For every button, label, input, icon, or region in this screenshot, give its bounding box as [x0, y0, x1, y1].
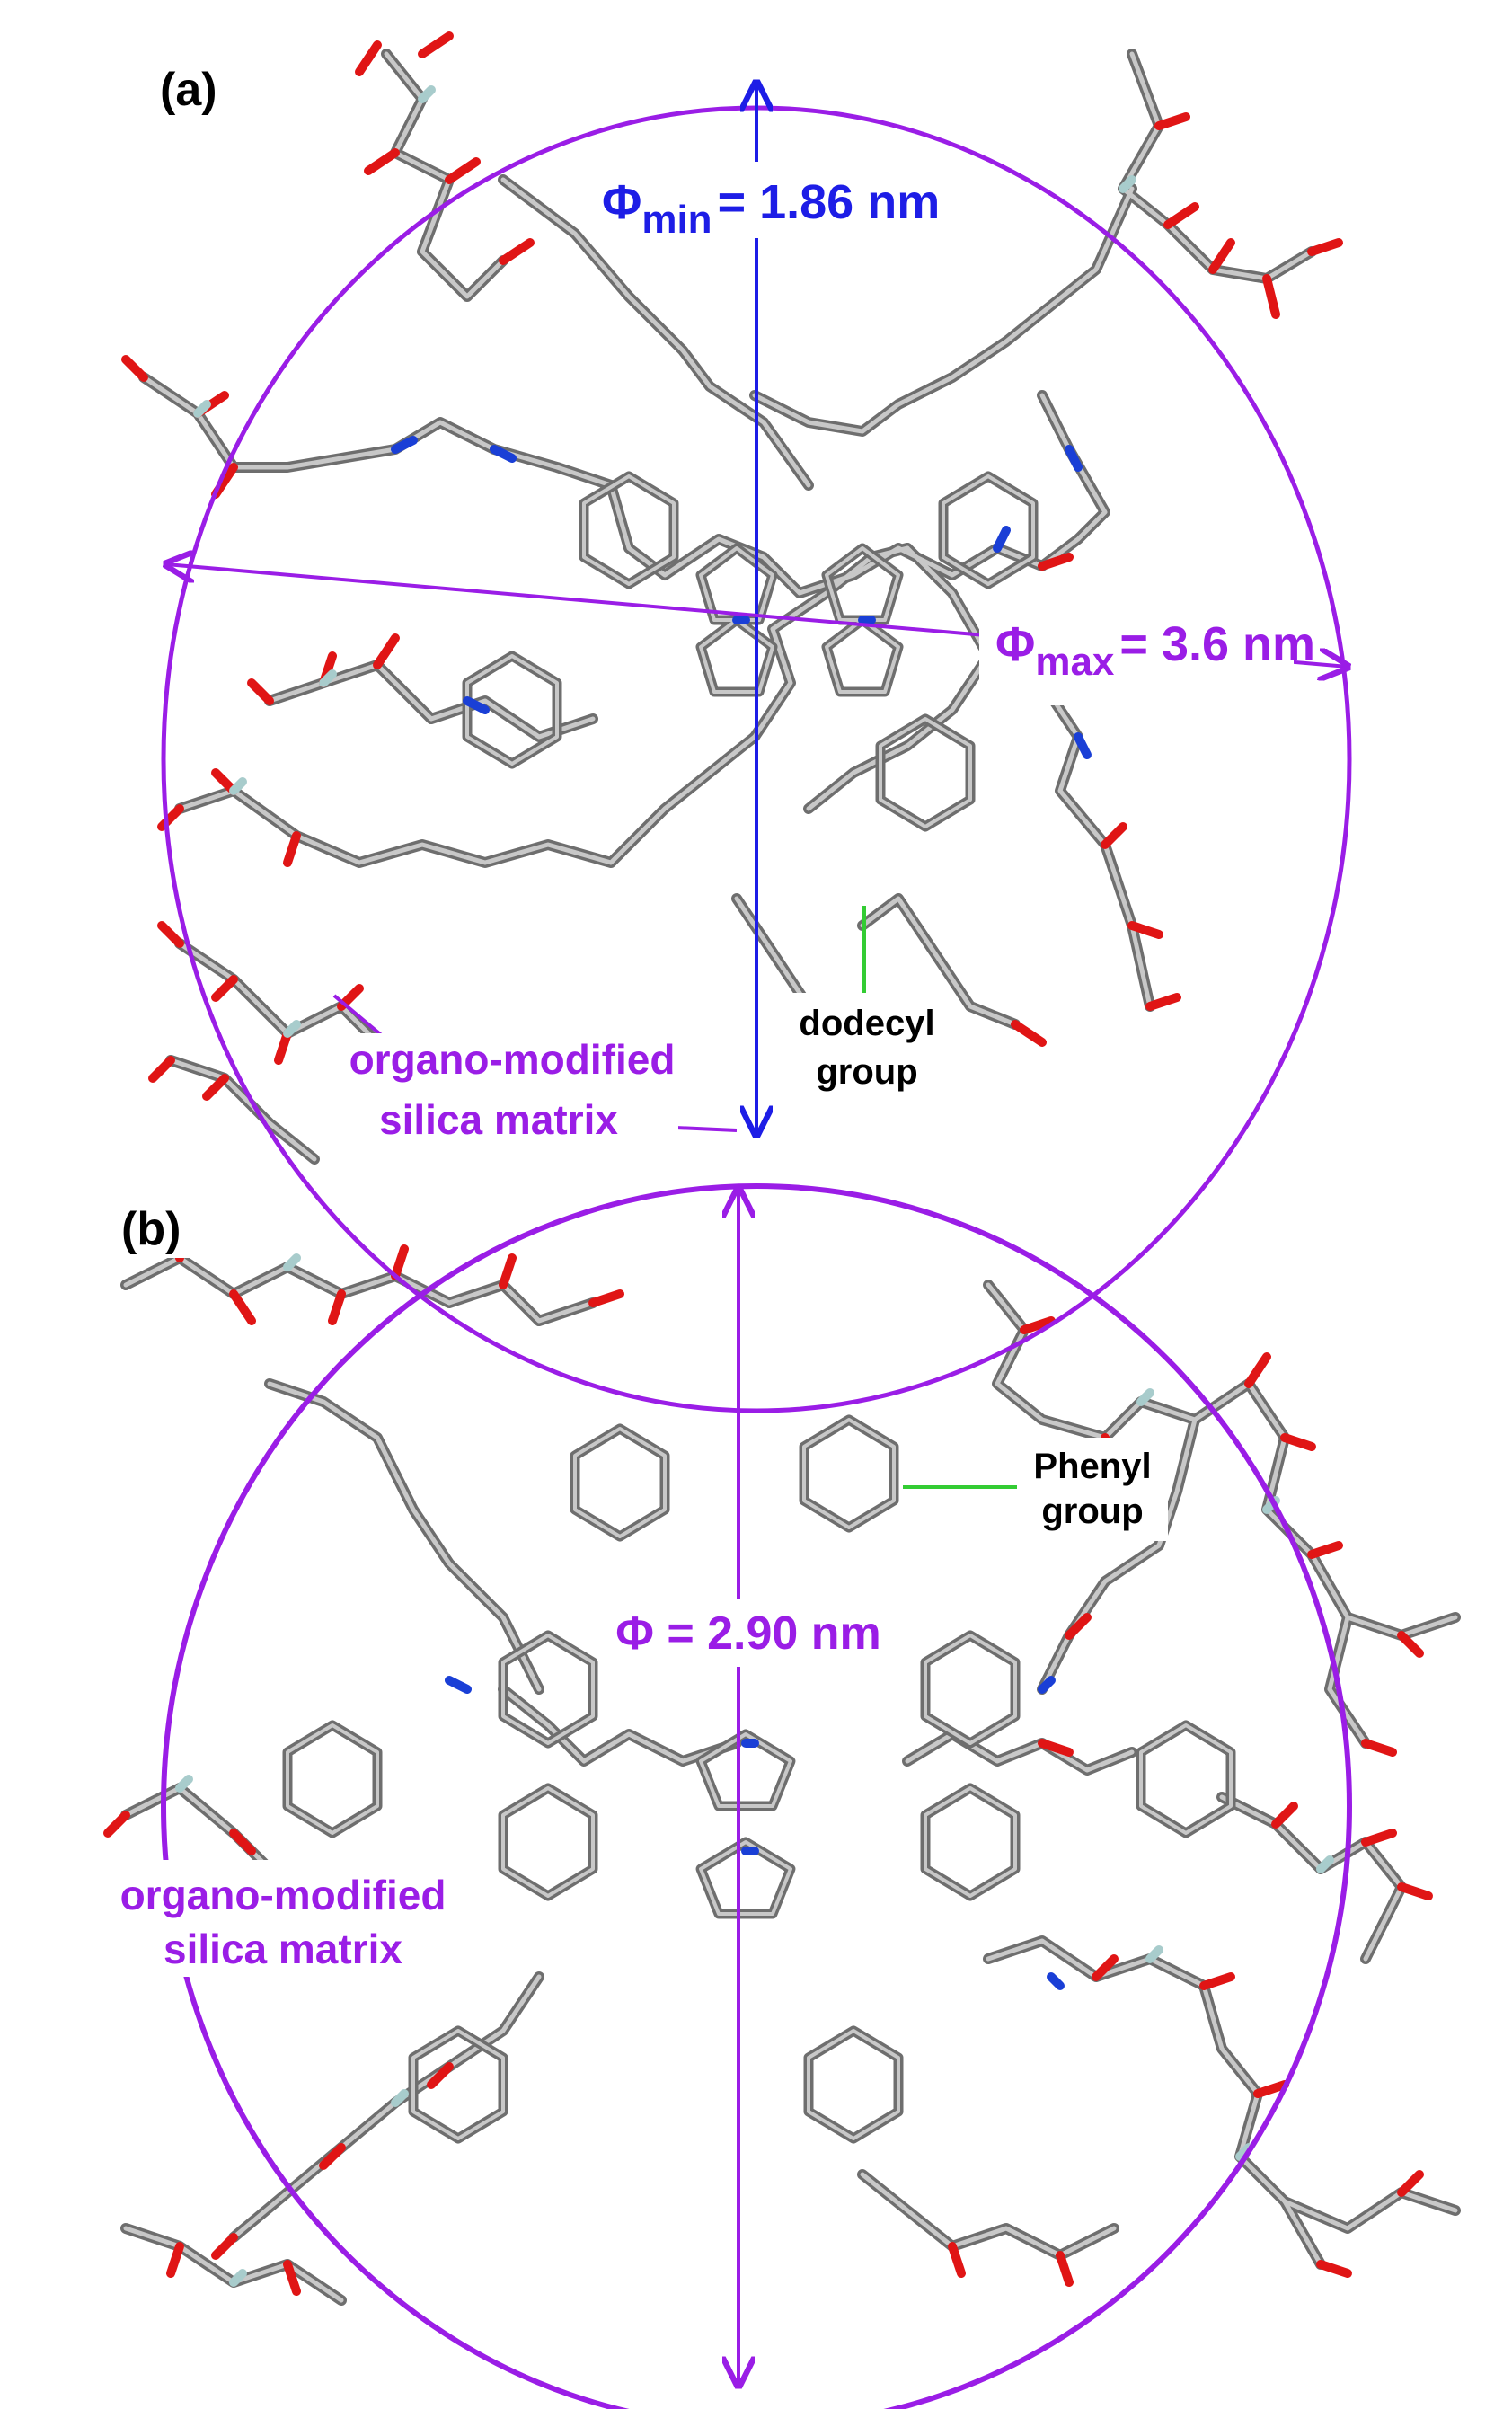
- phi-min-value: = 1.86 nm: [718, 175, 941, 229]
- phi-max-label: Φmax= 3.6 nm: [995, 617, 1315, 684]
- panel-b-pore-ellipse: [161, 1183, 1352, 2409]
- phi-min-sub: min: [641, 198, 712, 242]
- panel-a-label-backdrops: [153, 56, 1294, 1150]
- phi-b-label: Φ = 2.90 nm: [615, 1607, 881, 1660]
- dodecyl-label-line1: dodecyl: [799, 1004, 934, 1043]
- phi-min-label: Φmin= 1.86 nm: [602, 175, 940, 242]
- phi-max-value: = 3.6 nm: [1119, 617, 1315, 671]
- phi-min-symbol: Φ: [602, 175, 641, 229]
- panel-b-molecule: [103, 1227, 1461, 2306]
- panel-a-label: (a): [160, 64, 217, 116]
- phi-max-sub: max: [1035, 640, 1115, 684]
- panel-b-label-backdrops: [103, 1195, 1168, 1977]
- phi-max-symbol: Φ: [995, 617, 1035, 671]
- matrix-b-label-line1: organo-modified: [120, 1872, 447, 1918]
- phenyl-label-line1: Phenyl: [1033, 1447, 1151, 1486]
- dodecyl-label-line2: group: [816, 1052, 917, 1092]
- matrix-a-label-line2: silica matrix: [379, 1096, 618, 1143]
- matrix-b-label-line2: silica matrix: [164, 1926, 402, 1972]
- panel-b-label: (b): [121, 1203, 181, 1255]
- matrix-a-label-line1: organo-modified: [349, 1036, 676, 1083]
- phenyl-label-line2: group: [1041, 1492, 1143, 1531]
